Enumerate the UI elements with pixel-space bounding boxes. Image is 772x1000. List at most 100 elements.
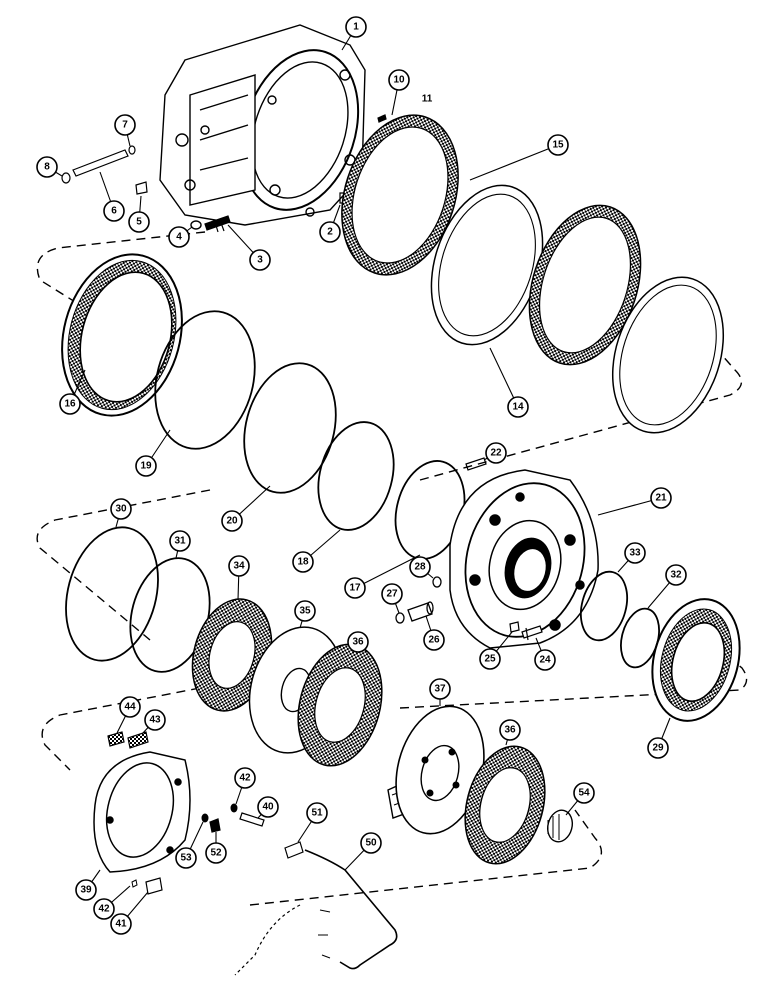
callout-circle-26 — [423, 629, 445, 651]
cover-39 — [93, 751, 191, 873]
bolt-41 — [145, 877, 163, 895]
washer-4 — [190, 220, 202, 230]
callout-label-28: 28 — [414, 562, 426, 573]
washer-8 — [61, 172, 71, 184]
callout-label-54: 54 — [578, 788, 590, 799]
callout-label-21: 21 — [655, 493, 667, 504]
callout-label-44: 44 — [124, 702, 136, 713]
callout-label-17: 17 — [349, 583, 361, 594]
callout-label-5: 5 — [136, 217, 142, 228]
callout-circle-18 — [292, 551, 314, 573]
callout-label-50: 50 — [365, 838, 377, 849]
callout-circle-14 — [507, 396, 529, 418]
callout-circle-43 — [144, 709, 166, 731]
o-ring-27 — [395, 612, 405, 624]
fitting-26 — [407, 601, 434, 622]
seal-ring-20 — [243, 362, 337, 494]
hub-disc-37 — [387, 705, 485, 835]
callout-circle-2 — [319, 221, 341, 243]
callout-circle-32 — [665, 564, 687, 586]
o-ring-28 — [432, 576, 442, 588]
seal-ring-18 — [317, 421, 395, 531]
group-outline-brake — [36, 489, 748, 709]
fitting-52 — [209, 818, 221, 833]
callout-label-4: 4 — [176, 232, 182, 243]
callout-label-30: 30 — [115, 504, 127, 515]
tube-50 — [234, 849, 398, 976]
callout-label-32: 32 — [670, 570, 682, 581]
callout-circle-52 — [205, 842, 227, 864]
callout-label-40: 40 — [262, 802, 274, 813]
piston-29 — [651, 598, 741, 722]
leader-line-21 — [597, 497, 662, 516]
callout-label-53: 53 — [180, 853, 192, 864]
steel-plate-14b — [611, 276, 725, 434]
callout-circle-5 — [128, 211, 150, 233]
callout-circle-1 — [345, 16, 367, 38]
callout-label-8: 8 — [44, 162, 50, 173]
callout-label-18: 18 — [297, 557, 309, 568]
callout-circle-42 — [234, 767, 256, 789]
callout-circle-54 — [573, 782, 595, 804]
leader-line-14 — [489, 347, 519, 408]
callout-label-20: 20 — [226, 516, 238, 527]
callout-circle-31 — [169, 530, 191, 552]
bolt-24 — [521, 625, 543, 641]
callout-circle-19 — [135, 455, 157, 477]
callout-circle-33 — [624, 542, 646, 564]
bolt-3 — [204, 215, 231, 233]
callout-circle-44 — [119, 696, 141, 718]
callout-label-36: 36 — [504, 725, 516, 736]
callout-circle-30 — [110, 498, 132, 520]
callout-circle-37 — [429, 678, 451, 700]
pin-22 — [465, 457, 487, 471]
callout-circle-41 — [110, 913, 132, 935]
callout-label-51: 51 — [311, 808, 323, 819]
callout-label-15: 15 — [552, 140, 564, 151]
bolt-40 — [239, 812, 265, 827]
washer-42b — [131, 879, 138, 888]
callout-circle-42 — [93, 898, 115, 920]
callout-circle-51 — [306, 802, 328, 824]
callout-label-22: 22 — [490, 448, 502, 459]
callout-circle-24 — [534, 649, 556, 671]
plug-5 — [135, 181, 148, 195]
callout-circle-8 — [36, 156, 58, 178]
callout-label-42: 42 — [239, 773, 251, 784]
piston-16 — [61, 253, 183, 417]
leader-line-15 — [469, 144, 559, 181]
callout-label-37: 37 — [434, 684, 446, 695]
callout-circle-53 — [175, 847, 197, 869]
callout-label-19: 19 — [140, 461, 152, 472]
callout-label-31: 31 — [174, 536, 186, 547]
callout-label-2: 2 — [327, 227, 333, 238]
callout-label-25: 25 — [484, 654, 496, 665]
callout-label-33: 33 — [629, 548, 641, 559]
seal-33 — [579, 570, 629, 642]
callout-label-3: 3 — [257, 255, 263, 266]
callout-circle-36 — [347, 631, 369, 653]
callout-label-24: 24 — [539, 655, 551, 666]
ring-7 — [128, 145, 136, 155]
callout-label-42: 42 — [98, 904, 110, 915]
callout-circle-27 — [381, 583, 403, 605]
callout-circle-22 — [485, 442, 507, 464]
callout-label-52: 52 — [210, 848, 222, 859]
callout-label-43: 43 — [149, 715, 161, 726]
callout-circle-36 — [499, 719, 521, 741]
callout-label-34: 34 — [233, 561, 245, 572]
callout-circle-7 — [114, 114, 136, 136]
callout-label-10: 10 — [393, 75, 405, 86]
seal-ring-19 — [154, 310, 256, 450]
callout-circle-40 — [257, 796, 279, 818]
callout-circle-50 — [360, 832, 382, 854]
callout-circle-10 — [388, 69, 410, 91]
leader-line-17 — [354, 554, 421, 589]
callout-circle-20 — [221, 510, 243, 532]
callout-circle-39 — [75, 879, 97, 901]
callout-label-1: 1 — [353, 22, 359, 33]
brake-housing-21 — [449, 469, 599, 649]
spring-44 — [107, 731, 125, 747]
pin-6 — [72, 149, 129, 177]
